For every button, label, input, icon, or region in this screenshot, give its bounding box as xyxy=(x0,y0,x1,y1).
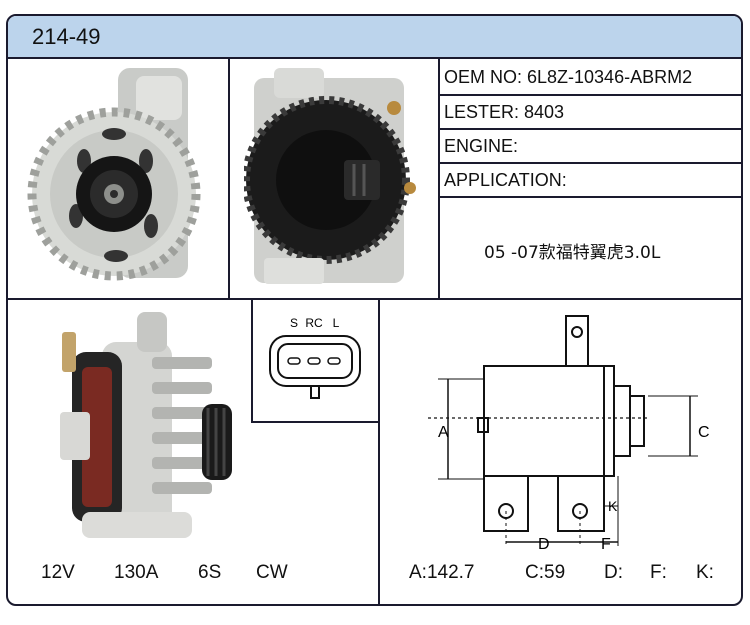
spec-divider-3 xyxy=(438,162,741,164)
pin-label-l: L xyxy=(333,316,340,330)
connector-box-bottom xyxy=(251,421,379,423)
application-label: APPLICATION: xyxy=(444,170,567,190)
dim-label-a: A xyxy=(438,424,449,441)
pulley-rating: 6S xyxy=(198,562,222,583)
rotation-rating: CW xyxy=(256,562,288,583)
application-value: 05 -07款福特翼虎3.0L xyxy=(484,243,661,263)
spec-divider-4 xyxy=(438,196,741,198)
oem-number: OEM NO: 6L8Z-10346-ABRM2 xyxy=(444,67,693,87)
alternator-front-photo xyxy=(27,68,201,281)
dim-value-d: D: xyxy=(604,562,623,583)
col-divider-1 xyxy=(228,59,230,299)
connector-box-left xyxy=(251,299,253,422)
col-divider-bottom xyxy=(378,299,380,604)
connector-diagram: S RC L xyxy=(269,316,361,399)
dim-label-d: D xyxy=(538,536,550,553)
row-divider xyxy=(8,298,741,300)
amperage-rating: 130A xyxy=(114,562,159,583)
voltage-rating: 12V xyxy=(41,562,75,583)
header-bar: 214-49 xyxy=(8,16,741,59)
dimension-diagram: A C D F K xyxy=(428,315,710,553)
dim-label-c: C xyxy=(698,424,710,441)
spec-divider-1 xyxy=(438,94,741,96)
alternator-side-photo xyxy=(60,312,232,538)
dim-value-k: K: xyxy=(696,562,714,583)
pin-label-s: S xyxy=(290,316,298,330)
spec-divider-2 xyxy=(438,128,741,130)
model-number: 214-49 xyxy=(32,24,101,49)
dim-value-a: A:142.7 xyxy=(409,562,475,583)
dim-label-k: K xyxy=(608,498,618,514)
alternator-rear-photo xyxy=(244,68,416,284)
dim-label-f: F xyxy=(601,536,611,553)
col-divider-2 xyxy=(438,59,440,299)
dim-value-f: F: xyxy=(650,562,667,583)
spec-sheet: 214-49 OEM NO: 6L8Z-10346-ABRM2 LESTER: … xyxy=(6,14,743,606)
lester-number: LESTER: 8403 xyxy=(444,102,565,122)
engine-label: ENGINE: xyxy=(444,136,519,156)
pin-label-rc: RC xyxy=(305,316,323,330)
dim-value-c: C:59 xyxy=(525,562,566,583)
